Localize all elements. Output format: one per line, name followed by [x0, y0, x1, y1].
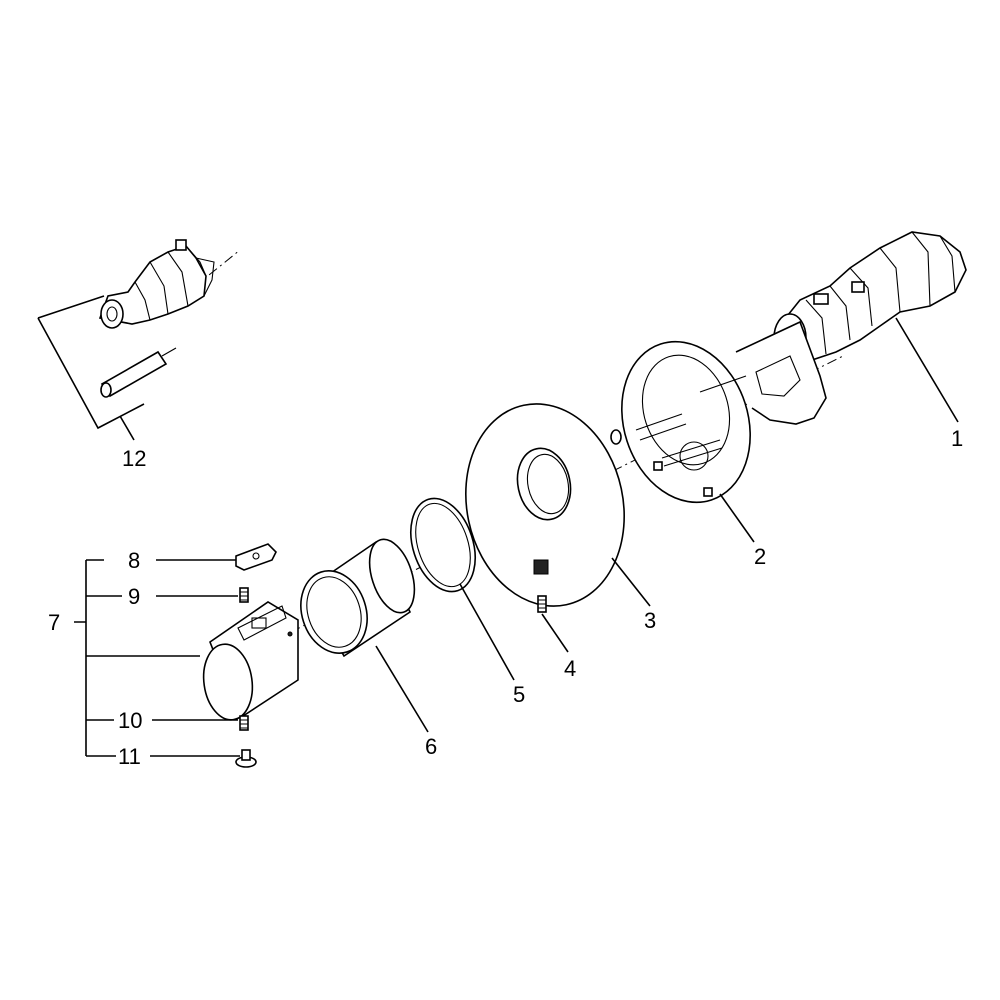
group-7-bracket [74, 559, 200, 757]
part-12-extension-rod [100, 347, 177, 398]
callout-8: 8 [128, 548, 140, 573]
callout-7: 7 [48, 610, 60, 635]
washer [610, 429, 622, 445]
callout-11: 11 [118, 744, 141, 769]
leader-1 [895, 317, 959, 423]
part-2-valve-plate [621, 320, 827, 504]
leader-6 [375, 645, 429, 733]
part-4-set-screw [537, 595, 547, 613]
leader-3 [611, 557, 651, 607]
callout-2: 2 [754, 544, 766, 569]
inset-axis [177, 249, 241, 301]
part-6-sleeve [300, 538, 416, 658]
leader-4 [541, 613, 569, 653]
part-3-escutcheon [465, 403, 625, 607]
part-10-screw [239, 715, 249, 731]
leader-5 [459, 583, 515, 681]
callout-10: 10 [118, 708, 142, 733]
part-9-spring [239, 587, 249, 603]
callout-6: 6 [425, 734, 437, 759]
part-5-o-ring [410, 497, 476, 593]
part-7-handle [202, 601, 299, 721]
callout-5: 5 [513, 682, 525, 707]
part-12-bracket [37, 295, 145, 441]
part-12-cartridge-inset [98, 239, 215, 329]
leader-2 [719, 493, 755, 543]
callout-4: 4 [564, 656, 576, 681]
callout-1: 1 [951, 426, 963, 451]
callout-9: 9 [128, 584, 140, 609]
callout-3: 3 [644, 608, 656, 633]
part-11-plug [235, 749, 257, 768]
part-8-clip [235, 543, 277, 571]
callout-12: 12 [122, 446, 146, 471]
group-7-leaders [150, 559, 240, 757]
